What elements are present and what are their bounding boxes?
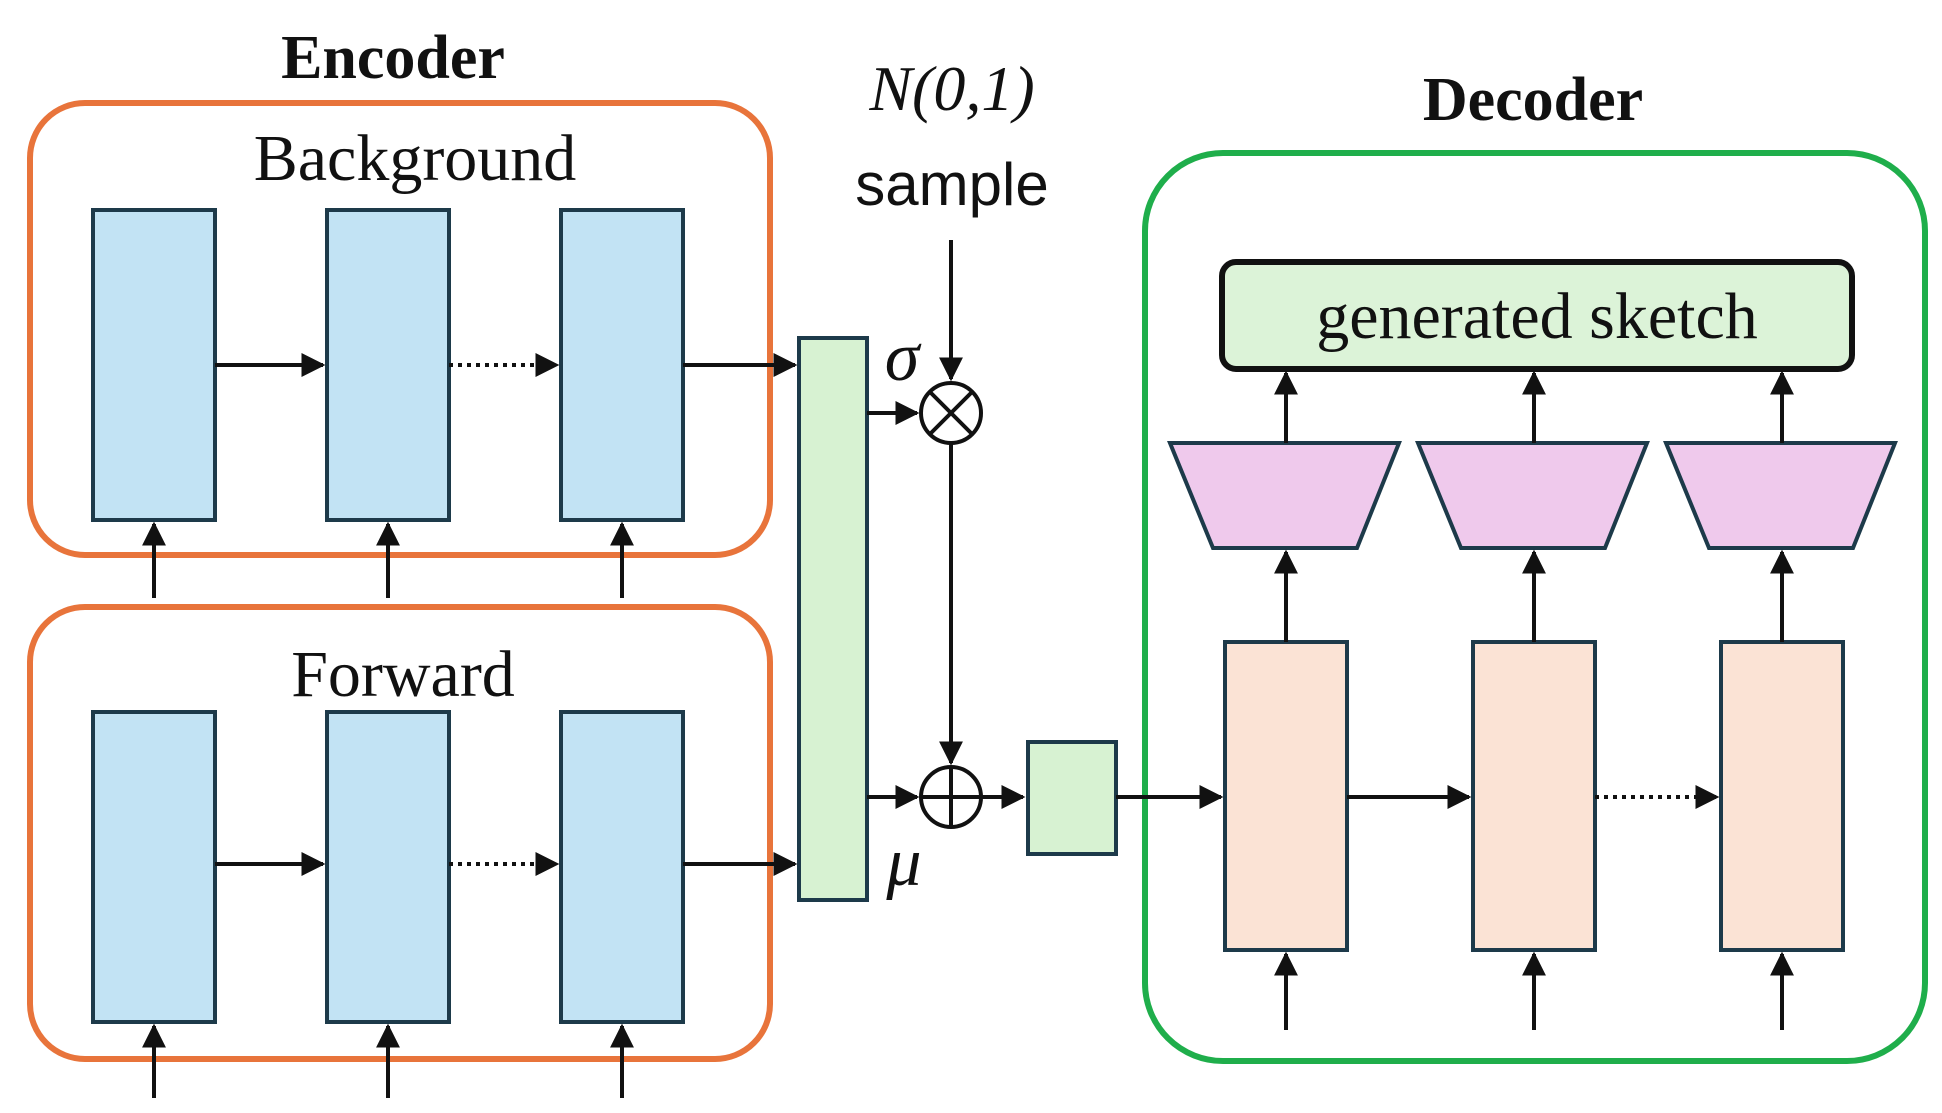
background-cell-2 [325, 208, 451, 522]
forward-cell-1 [91, 710, 217, 1024]
distribution-label: N(0,1) [868, 53, 1034, 124]
forward-cell-3 [559, 710, 685, 1024]
projection-layer-1 [1167, 441, 1402, 550]
sampling-arrows [867, 240, 1026, 809]
projection-layer-2 [1415, 441, 1650, 550]
projection-layer-3 [1663, 441, 1898, 550]
background-label: Background [254, 122, 577, 195]
generated-sketch-label: generated sketch [1316, 280, 1758, 353]
forward-encoder-box [27, 604, 773, 1062]
latent-projection-block [797, 336, 869, 902]
background-cell-1 [91, 208, 217, 522]
forward-cell-2 [325, 710, 451, 1024]
generated-sketch-box [1219, 259, 1855, 372]
encoder-title: Encoder [281, 24, 505, 92]
decoder-cell-2 [1471, 640, 1597, 952]
forward-label: Forward [291, 638, 515, 711]
sigma-label: σ [885, 319, 922, 396]
decoder-arrows [1116, 370, 1794, 1030]
background-cell-3 [559, 208, 685, 522]
multiply-operator [919, 381, 983, 445]
latent-vector [1026, 740, 1118, 856]
decoder-cell-1 [1223, 640, 1349, 952]
decoder-box [1142, 150, 1928, 1064]
decoder-cell-3 [1719, 640, 1845, 952]
background-encoder-box [27, 100, 773, 558]
mu-label: μ [885, 824, 921, 901]
forward-arrows [142, 852, 798, 1098]
decoder-title: Decoder [1423, 66, 1643, 134]
background-arrows [142, 353, 798, 598]
sample-label: sample [855, 151, 1048, 218]
add-operator [919, 765, 983, 829]
